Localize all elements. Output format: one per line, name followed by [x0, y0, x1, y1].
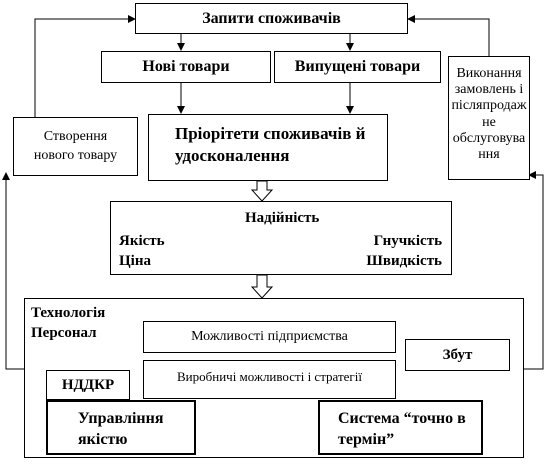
fulfillment-line-6: ння — [478, 147, 500, 163]
arrow-create-to-requests — [34, 15, 136, 117]
just-in-time-line-2: термін” — [338, 431, 395, 448]
fulfillment-line-5: обслуговува — [452, 130, 526, 146]
priorities-line-1: Пріорітети споживачів й — [175, 124, 366, 143]
flexibility-label: Гнучкість — [373, 233, 442, 249]
released-products-label: Випущені товари — [294, 58, 421, 75]
block-arrow-reliability-to-bottom — [250, 274, 274, 299]
fulfillment-line-3: післяпродаж — [451, 98, 527, 114]
creating-new-product-line-1: Створення — [43, 128, 108, 144]
consumer-requests-box: Запити споживачів — [135, 3, 408, 34]
block-arrow-priorities-to-reliability — [250, 180, 274, 202]
reliability-label: Надійність — [245, 210, 320, 226]
sales-label: Збут — [442, 346, 473, 363]
rnd-box: НДДКР — [46, 370, 130, 400]
production-capabilities-label: Виробничі можливості і стратегії — [177, 369, 362, 384]
new-products-label: Нові товари — [142, 58, 230, 75]
quality-management-box: Управління якістю — [46, 400, 196, 455]
technology-label: Технологія — [31, 305, 106, 321]
line-left-bottom-stub — [2, 172, 24, 370]
released-products-box: Випущені товари — [274, 51, 441, 83]
priorities-line-2: удосконалення — [175, 146, 290, 165]
enterprise-capabilities-label: Можливості підприємства — [191, 329, 348, 344]
just-in-time-line-1: Система “точно в — [338, 410, 466, 427]
just-in-time-box: Система “точно в термін” — [318, 400, 483, 455]
quality-management-line-2: якістю — [78, 431, 128, 448]
price-label: Ціна — [119, 253, 151, 269]
personnel-label: Персонал — [31, 325, 97, 341]
creating-new-product-box: Створення нового товару — [13, 117, 138, 176]
rnd-label: НДДКР — [61, 376, 115, 393]
priorities-box: Пріорітети споживачів й удосконалення — [148, 114, 388, 181]
arrow-bottom-to-fulfillment — [524, 171, 544, 370]
reliability-box: Надійність Якість Гнучкість Ціна Швидкіс… — [110, 201, 452, 275]
speed-label: Швидкість — [366, 253, 442, 269]
fulfillment-line-2: замовлень і — [454, 82, 524, 98]
enterprise-capabilities-box: Можливості підприємства — [143, 321, 396, 353]
consumer-requests-label: Запити споживачів — [202, 9, 341, 27]
fulfillment-line-4: не — [482, 114, 496, 130]
quality-label: Якість — [119, 233, 165, 249]
quality-management-line-1: Управління — [78, 410, 164, 427]
fulfillment-line-1: Виконання — [456, 66, 522, 81]
sales-box: Збут — [405, 339, 510, 371]
production-capabilities-box: Виробничі можливості і стратегії — [143, 360, 396, 399]
new-products-box: Нові товари — [101, 51, 271, 83]
fulfillment-box: Виконання замовлень і післяпродаж не обс… — [448, 56, 530, 180]
creating-new-product-line-2: нового товару — [33, 147, 118, 163]
arrow-fulfillment-to-requests — [407, 15, 490, 56]
